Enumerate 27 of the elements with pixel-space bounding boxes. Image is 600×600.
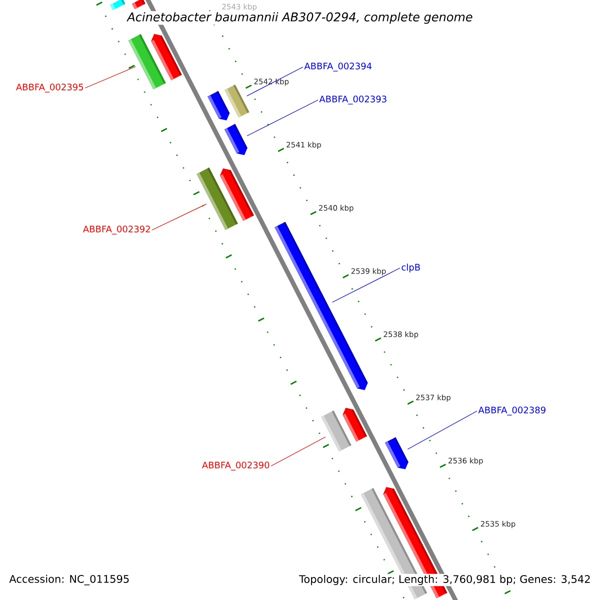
gene-label: ABBFA_002389 bbox=[478, 406, 546, 416]
title: Acinetobacter baumannii AB307-0294, complete genome bbox=[126, 11, 474, 25]
accession-text: Accession: NC_011595 bbox=[8, 574, 131, 586]
leader-line bbox=[152, 204, 207, 230]
leader-line bbox=[332, 268, 400, 303]
leader-line bbox=[246, 66, 304, 96]
gene-label: ABBFA_002395 bbox=[16, 84, 83, 92]
gene-label: ABBFA_002392 bbox=[83, 226, 150, 234]
gene-label: ABBFA_002394 bbox=[304, 62, 372, 72]
leader-line bbox=[84, 66, 136, 88]
gene-bar bbox=[224, 124, 248, 156]
leader-line bbox=[407, 410, 478, 450]
gene-bar bbox=[151, 34, 182, 80]
gene-bar bbox=[384, 437, 408, 470]
gene-bar bbox=[110, 0, 126, 10]
gene-bar bbox=[208, 90, 230, 120]
gene-bar bbox=[342, 408, 367, 442]
gene-bar bbox=[132, 0, 146, 10]
gene-label: clpB bbox=[402, 264, 420, 272]
gene-bar bbox=[224, 84, 250, 118]
leader-line bbox=[246, 100, 318, 136]
gene-label: ABBFA_002390 bbox=[202, 462, 270, 470]
gene-bar bbox=[274, 222, 368, 390]
genome-info-text: Topology: circular; Length: 3,760,981 bp; Genes: 3,542 bbox=[298, 574, 592, 586]
gene-label: ABBFA_002393 bbox=[319, 96, 386, 104]
leader-line bbox=[270, 436, 326, 466]
gene-bar bbox=[220, 168, 254, 221]
